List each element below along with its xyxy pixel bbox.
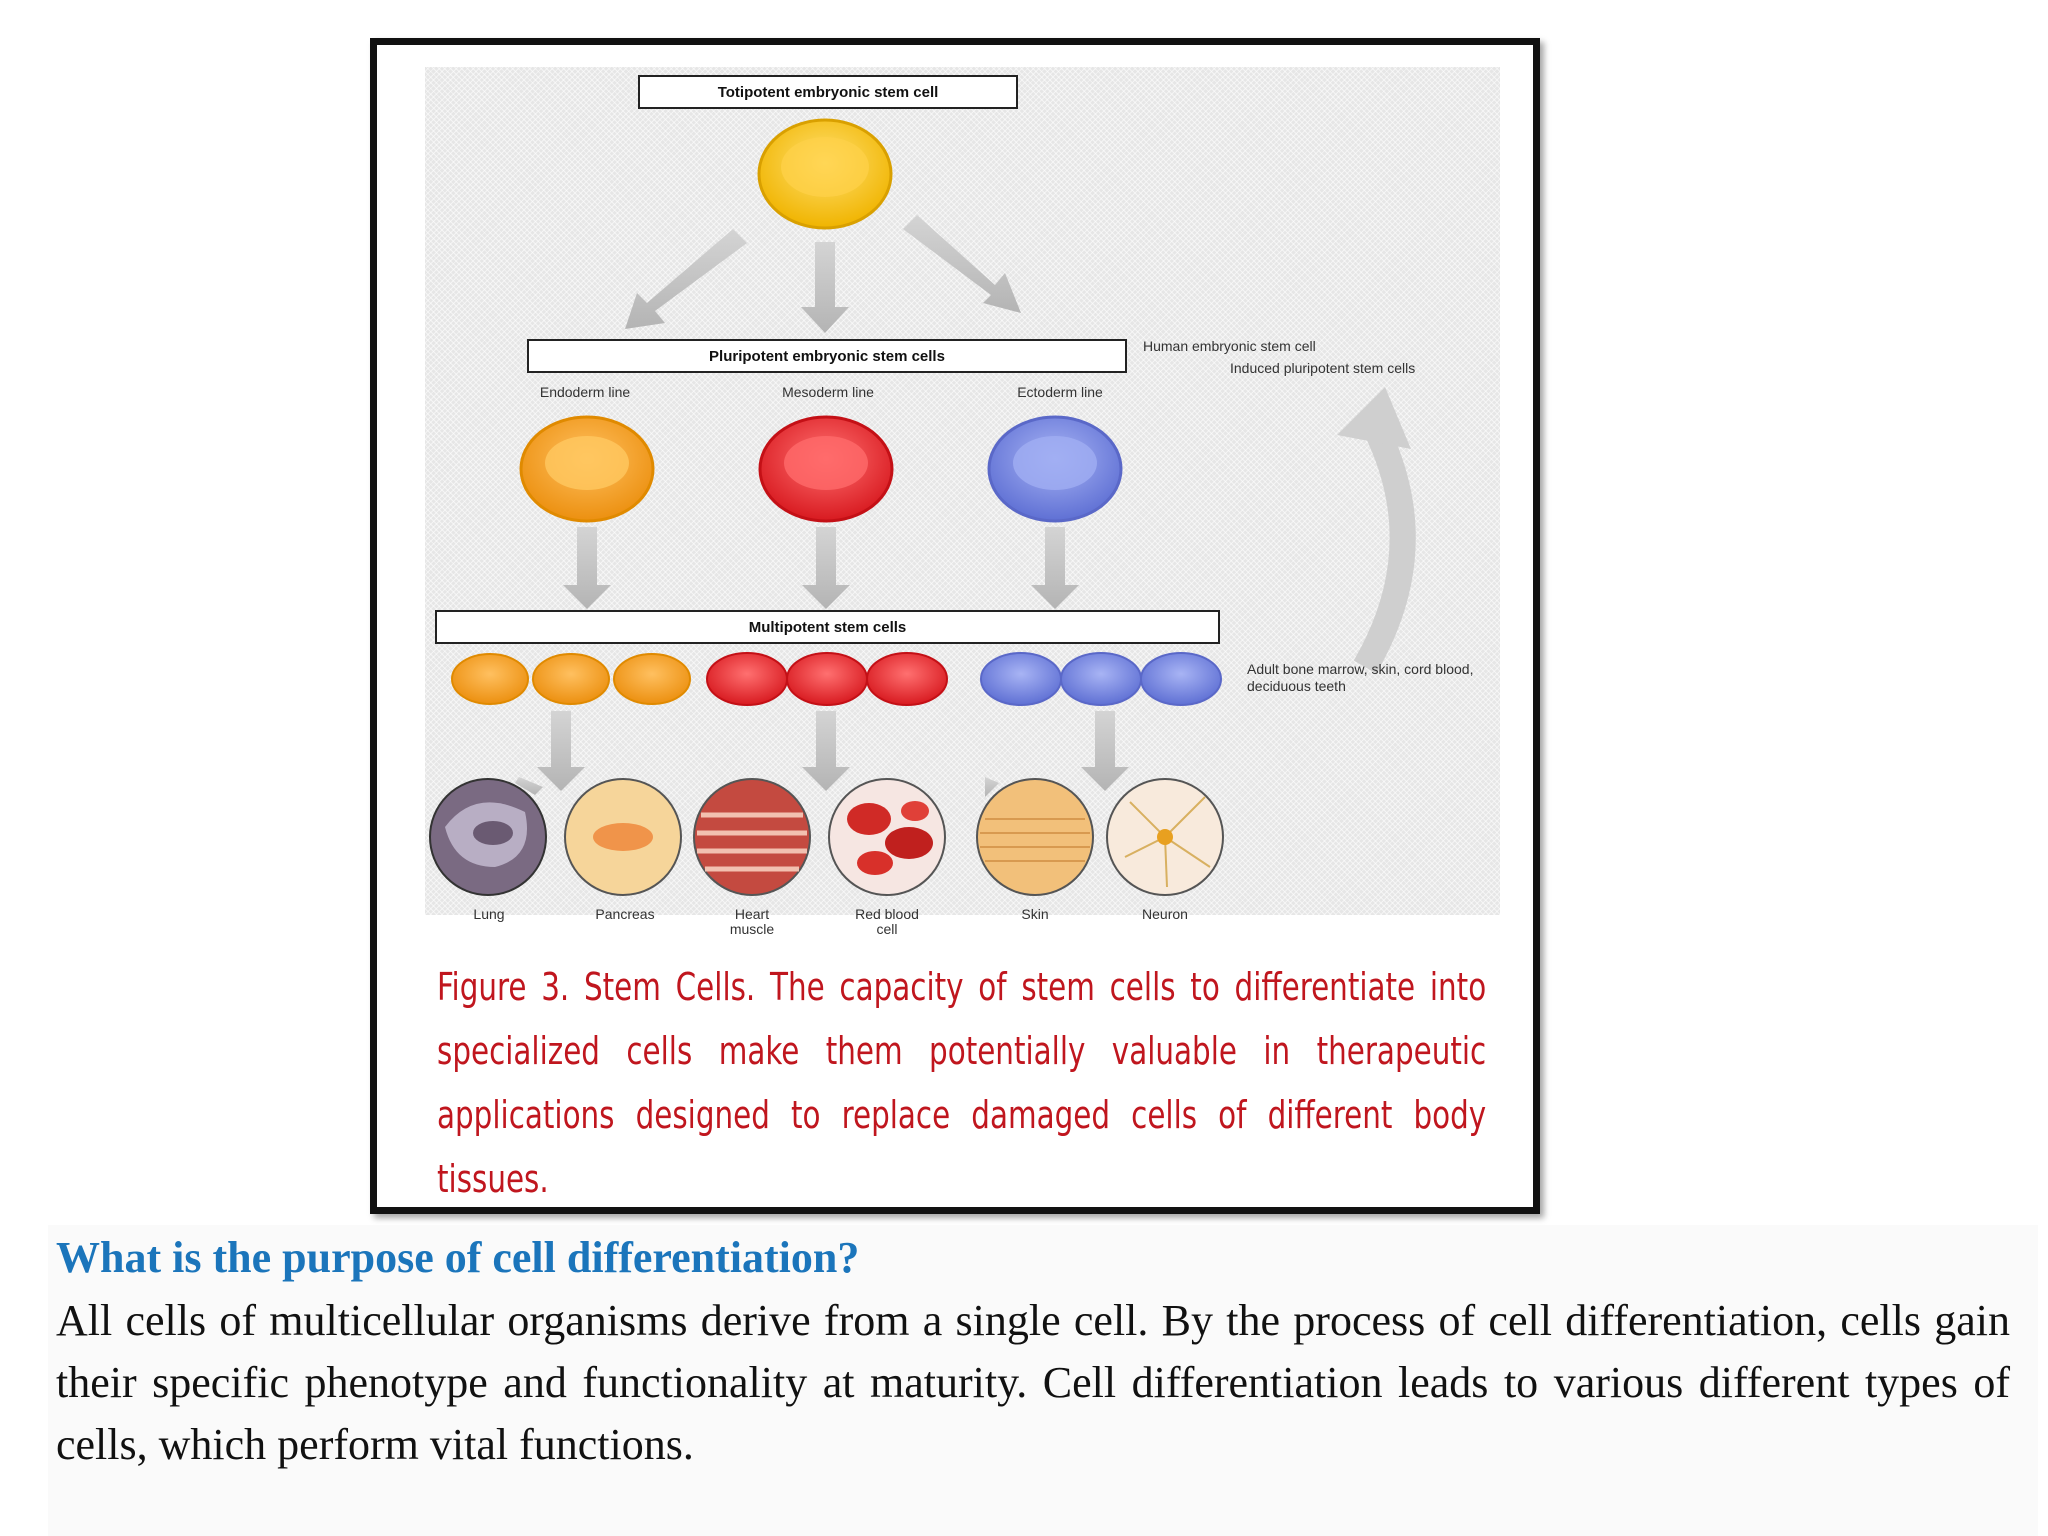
tissue-label-red-blood-cell: Red blood cell [855,906,919,937]
pancreas-tissue [564,778,682,896]
red-blood-cell-tissue [828,778,946,896]
multipotent-blue-cells [980,652,1222,706]
endoderm-label: Endoderm line [539,384,631,400]
top-arrows [625,215,1021,333]
lung-tissue [429,778,547,896]
ectoderm-cell [987,415,1123,523]
tissue-label-lung: Lung [473,906,505,922]
skin-tissue [976,778,1094,896]
tissue-label-skin: Skin [1021,906,1049,922]
stem-cell-diagram: Totipotent embryonic stem cell Pluripote… [425,67,1500,937]
tissue-label-pancreas: Pancreas [595,906,655,922]
mesoderm-label: Mesoderm line [782,384,874,400]
multipotent-box: Multipotent stem cells [435,610,1220,644]
body-paragraph: All cells of multicellular organisms der… [56,1296,2010,1469]
totipotent-cell [757,118,893,230]
tissue-label-heart-muscle: Heart muscle [729,906,775,937]
answer-background [48,1225,2038,1536]
lineage-arrows [563,527,1079,609]
pluripotent-box: Pluripotent embryonic stem cells [527,339,1127,373]
figure-caption: Figure 3. Stem Cells. The capacity of st… [437,965,1487,1201]
note-human-esc: Human embryonic stem cell [1143,338,1316,354]
mesoderm-cell [758,415,894,523]
section-heading: What is the purpose of cell differentiat… [56,1233,860,1282]
totipotent-box: Totipotent embryonic stem cell [638,75,1018,109]
endoderm-cell [519,415,655,523]
multipotent-arrows [515,711,1129,797]
note-ipsc: Induced pluripotent stem cells [1230,360,1416,376]
note-adult-sources: Adult bone marrow, skin, cord blood, dec… [1247,661,1474,694]
figure-frame: Totipotent embryonic stem cell Pluripote… [370,38,1540,1214]
multipotent-red-cells [706,652,948,706]
tissue-label-neuron: Neuron [1142,906,1188,922]
return-arrow [1337,387,1416,674]
neuron-tissue [1106,778,1224,896]
heart-muscle-tissue [693,778,811,896]
ectoderm-label: Ectoderm line [1017,384,1103,400]
diagram-graphics [429,118,1416,896]
multipotent-orange-cells [451,653,691,705]
